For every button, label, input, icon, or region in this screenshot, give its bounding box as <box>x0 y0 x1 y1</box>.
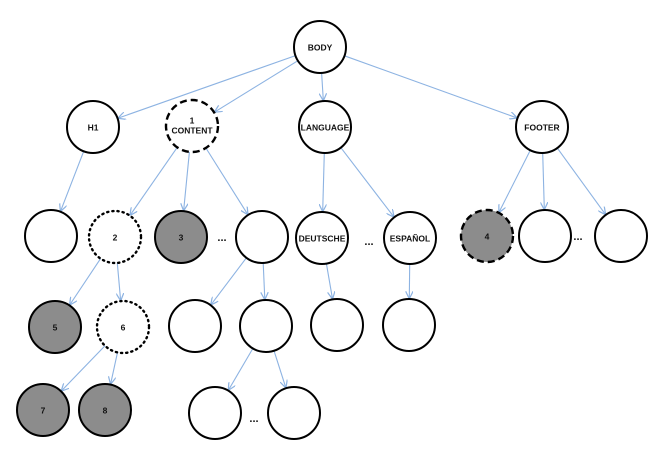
ellipsis-layer: ... ... ... ... <box>217 231 582 425</box>
edge-content_child_right-to-right_sub_right <box>263 262 265 299</box>
node-circle <box>382 298 436 352</box>
node-language: LANGUAGE <box>298 100 352 154</box>
ellipsis-footer-row: ... <box>573 231 582 243</box>
node-label: 5 <box>53 322 58 332</box>
node-espanol-child <box>382 298 436 352</box>
node-label: CONTENT <box>171 125 213 135</box>
edge-footer-to-footer_child_mid <box>543 152 545 209</box>
edge-content_child_right-to-right_sub_left <box>211 257 247 305</box>
node-leaf-right <box>267 386 321 440</box>
node-circle <box>295 211 349 265</box>
node-n3: 3 <box>154 210 208 264</box>
edge-n6-to-n8 <box>111 352 119 383</box>
node-label: 8 <box>103 405 108 415</box>
node-circle <box>459 208 515 264</box>
node-circle <box>16 383 70 437</box>
node-circle <box>594 209 648 263</box>
node-label: BODY <box>308 42 333 52</box>
node-label: 3 <box>179 232 184 242</box>
edge-n2-to-n6 <box>117 262 120 300</box>
node-circle <box>66 100 120 154</box>
node-h1-child <box>24 209 78 263</box>
node-circle <box>518 209 572 263</box>
node-circle <box>154 210 208 264</box>
ellipsis-content-row: ... <box>217 232 226 244</box>
edge-body-to-h1 <box>119 55 296 118</box>
node-h1: H1 <box>66 100 120 154</box>
node-right-sub-left <box>168 299 222 353</box>
edge-h1-to-h1_child <box>61 151 85 211</box>
edge-n2-to-n5 <box>70 258 102 305</box>
edge-language-to-espanol <box>340 147 394 217</box>
node-label: 1 <box>190 115 195 125</box>
node-leaf-left <box>188 386 242 440</box>
node-espanol: ESPAÑOL <box>383 211 437 265</box>
node-footer-child-right <box>594 209 648 263</box>
node-content-child-right <box>235 210 289 264</box>
node-circle <box>188 386 242 440</box>
node-label: 6 <box>121 322 126 332</box>
node-circle <box>24 209 78 263</box>
node-n8: 8 <box>78 383 132 437</box>
ellipsis-language-row: ... <box>364 236 373 248</box>
node-circle <box>164 98 220 154</box>
edge-deutsche-to-deutsche_child <box>325 263 332 299</box>
node-body: BODY <box>293 20 347 74</box>
node-footer-child-mid <box>518 209 572 263</box>
node-circle <box>168 299 222 353</box>
edge-right_sub_right-to-leaf_left <box>229 348 254 389</box>
node-label: 7 <box>41 405 46 415</box>
node-label: H1 <box>88 122 99 132</box>
edge-footer-to-footer_child_right <box>556 147 605 214</box>
node-n7: 7 <box>16 383 70 437</box>
node-circle <box>298 100 352 154</box>
node-circle <box>239 299 293 353</box>
node-circle <box>383 211 437 265</box>
node-n2: 2 <box>87 209 143 265</box>
edge-body-to-language <box>322 72 324 100</box>
edge-content-to-n2 <box>130 147 178 214</box>
node-label: FOOTER <box>524 122 559 132</box>
edge-n6-to-n7 <box>62 345 106 391</box>
node-label: DEUTSCHE <box>299 233 346 243</box>
edge-body-to-footer <box>344 55 517 118</box>
node-deutsche: DEUTSCHE <box>295 211 349 265</box>
node-n5: 5 <box>28 300 82 354</box>
node-n4: 4 <box>459 208 515 264</box>
edge-footer-to-n4 <box>499 149 531 212</box>
node-label: LANGUAGE <box>301 122 350 132</box>
node-circle <box>267 386 321 440</box>
node-label: 2 <box>113 232 118 242</box>
node-footer: FOOTER <box>515 100 569 154</box>
node-label: ESPAÑOL <box>390 233 430 243</box>
node-n6: 6 <box>95 299 151 355</box>
node-circle <box>28 300 82 354</box>
node-circle <box>235 210 289 264</box>
edge-layer <box>61 55 606 391</box>
edge-body-to-content <box>215 60 299 112</box>
node-circle <box>310 298 364 352</box>
edge-content-to-content_child_right <box>205 147 248 214</box>
ellipsis-leaf-row: ... <box>249 413 258 425</box>
edge-content-to-n3 <box>184 151 190 210</box>
node-circle <box>87 209 143 265</box>
node-label: 4 <box>485 231 490 241</box>
node-deutsche-child <box>310 298 364 352</box>
edge-right_sub_right-to-leaf_right <box>273 350 286 388</box>
node-circle <box>293 20 347 74</box>
node-right-sub-right <box>239 299 293 353</box>
node-circle <box>78 383 132 437</box>
edge-language-to-deutsche <box>323 152 325 211</box>
node-circle <box>95 299 151 355</box>
node-circle <box>515 100 569 154</box>
